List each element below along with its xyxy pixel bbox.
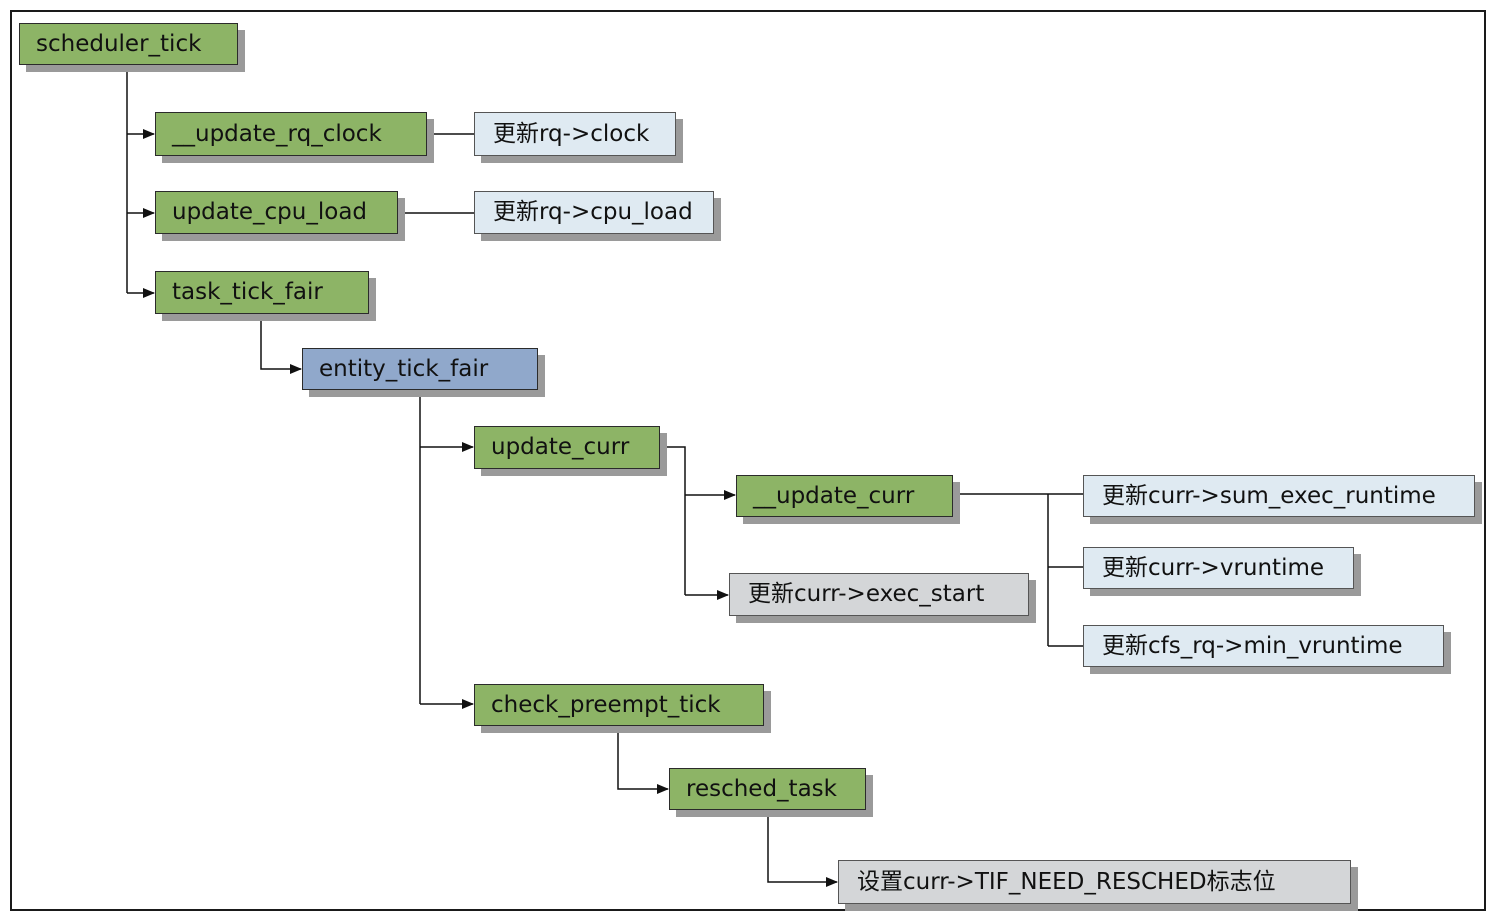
note-sum-exec-runtime: 更新curr->sum_exec_runtime <box>1083 475 1475 517</box>
node-label: __update_curr <box>753 482 915 509</box>
node-entity-tick-fair: entity_tick_fair <box>302 348 538 390</box>
note-vruntime: 更新curr->vruntime <box>1083 547 1354 589</box>
node-label: resched_task <box>686 775 837 802</box>
node-label: check_preempt_tick <box>491 691 721 718</box>
edge-update_curr-bend <box>660 446 686 595</box>
node-resched-task: resched_task <box>669 768 866 810</box>
node-label: __update_rq_clock <box>172 120 382 147</box>
note-label: 更新rq->cpu_load <box>493 199 693 225</box>
node-label: update_curr <box>491 434 630 460</box>
note-label: 更新curr->exec_start <box>748 581 985 607</box>
node-update-curr: update_curr <box>474 426 660 469</box>
edge-to-entity_tick_fair <box>260 314 302 374</box>
node-task-tick-fair: task_tick_fair <box>155 271 369 314</box>
node-label: update_cpu_load <box>172 199 368 225</box>
note-min-vruntime: 更新cfs_rq->min_vruntime <box>1083 625 1444 667</box>
node-update-rq-clock: __update_rq_clock <box>155 112 427 156</box>
note-label: 更新cfs_rq->min_vruntime <box>1102 632 1403 659</box>
node-scheduler-tick: scheduler_tick <box>19 23 238 65</box>
diagram-frame <box>10 10 1486 911</box>
note-label: 更新curr->sum_exec_runtime <box>1102 482 1436 509</box>
note-exec-start: 更新curr->exec_start <box>729 573 1029 616</box>
node-label: task_tick_fair <box>172 279 323 305</box>
edge-to-resched_task <box>617 726 669 794</box>
node-check-preempt-tick: check_preempt_tick <box>474 684 764 726</box>
node-update-cpu-load: update_cpu_load <box>155 191 398 234</box>
note-update-rq-clock: 更新rq->clock <box>474 112 676 156</box>
note-need-resched: 设置curr->TIF_NEED_RESCHED标志位 <box>838 860 1351 904</box>
node-inner-update-curr: __update_curr <box>736 475 953 517</box>
node-label: entity_tick_fair <box>319 355 489 382</box>
note-label: 更新rq->clock <box>493 120 650 147</box>
note-label: 更新curr->vruntime <box>1102 554 1325 581</box>
note-update-cpu-load: 更新rq->cpu_load <box>474 191 714 234</box>
edge-to-need_resched <box>767 810 838 887</box>
note-label: 设置curr->TIF_NEED_RESCHED标志位 <box>857 868 1276 895</box>
node-label: scheduler_tick <box>36 30 202 57</box>
